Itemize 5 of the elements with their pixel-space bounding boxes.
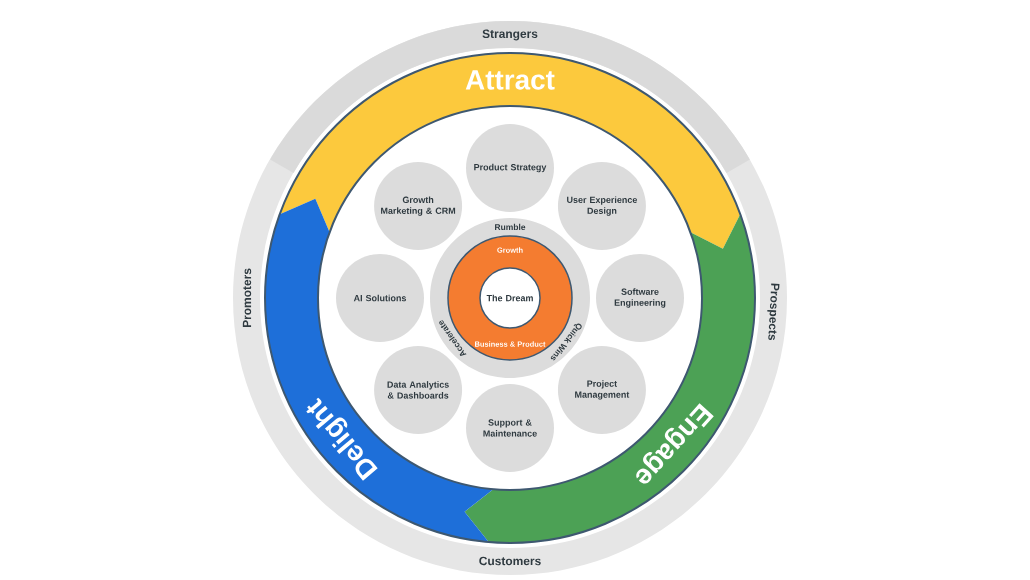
- ring-label: Rumble: [495, 223, 526, 231]
- ring-label: Customers: [479, 556, 541, 566]
- ring-label: Strangers: [482, 29, 538, 41]
- ring-label: Prospects: [767, 283, 780, 341]
- ring-label: Promoters: [242, 268, 252, 328]
